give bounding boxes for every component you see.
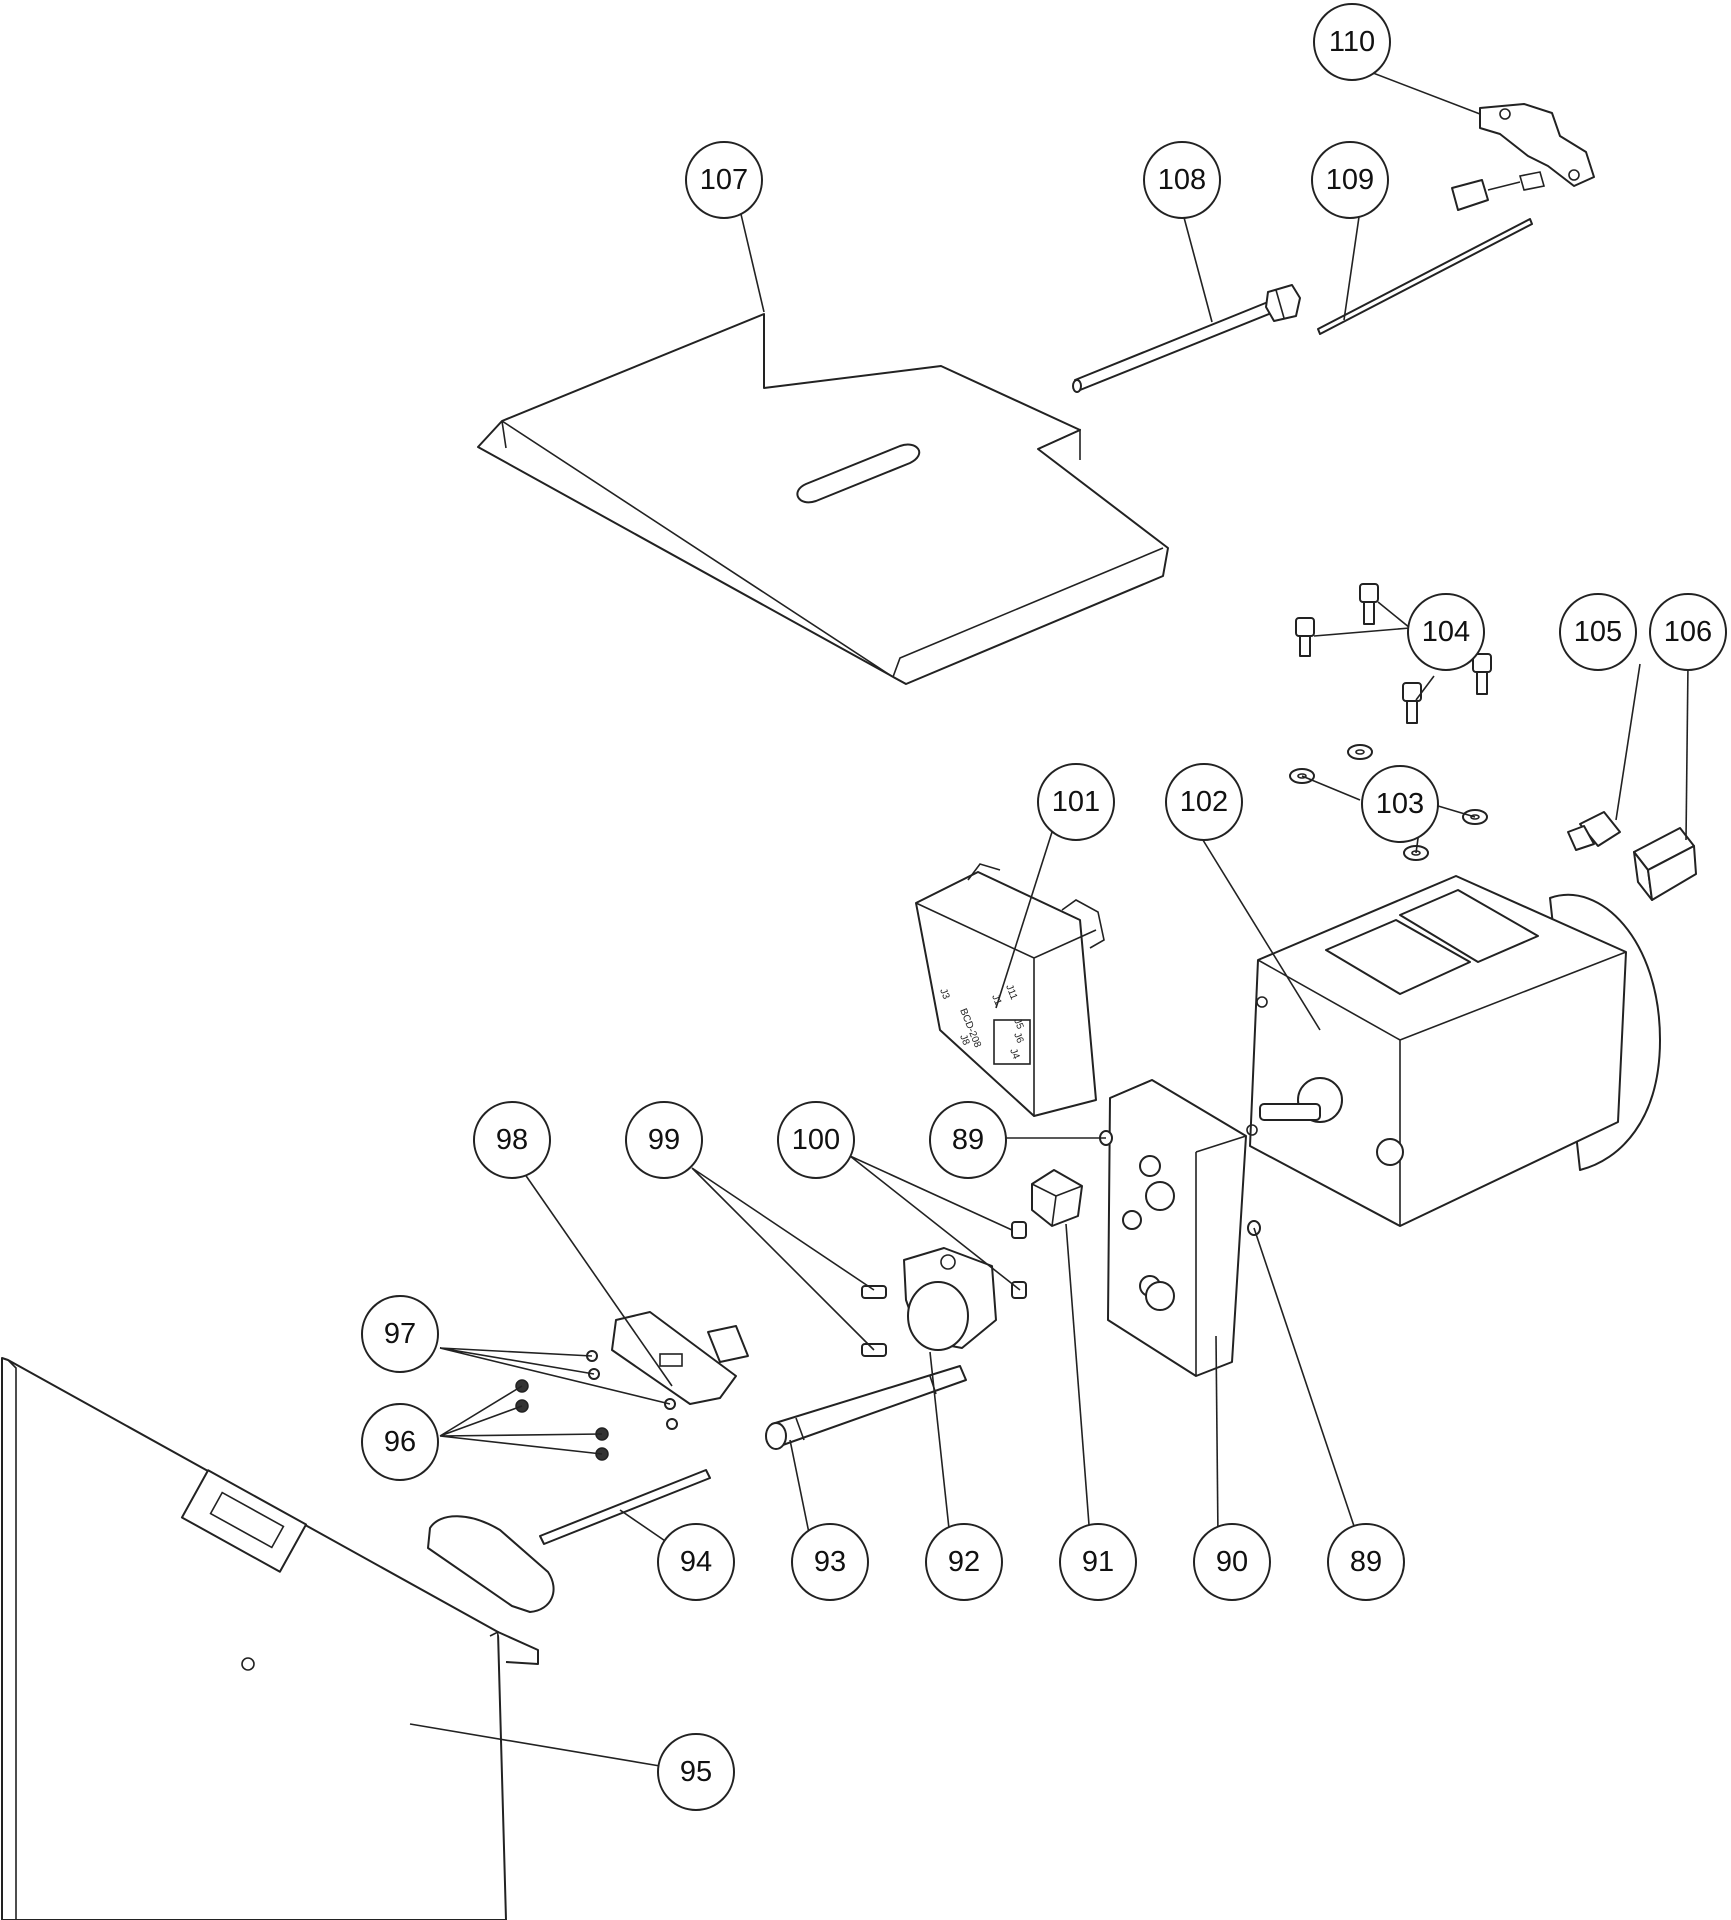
screw bbox=[1359, 583, 1379, 625]
part-gear-plate bbox=[1107, 1079, 1247, 1377]
part-spacers bbox=[1011, 1221, 1027, 1299]
svg-text:90: 90 bbox=[1216, 1546, 1248, 1578]
part-bracket bbox=[1479, 103, 1595, 187]
connector-label: J3 bbox=[937, 987, 951, 1001]
callout-105: 105 bbox=[1559, 593, 1637, 671]
callout-94: 94 bbox=[657, 1523, 735, 1601]
svg-text:99: 99 bbox=[648, 1124, 680, 1156]
screw bbox=[861, 1285, 887, 1299]
part-motor bbox=[1246, 875, 1661, 1227]
part-rocker-switch bbox=[1633, 827, 1697, 901]
svg-text:110: 110 bbox=[1329, 26, 1375, 58]
screw bbox=[1295, 617, 1315, 657]
callout-95: 95 bbox=[657, 1733, 735, 1811]
part-solenoid bbox=[1031, 1169, 1083, 1227]
svg-text:106: 106 bbox=[1664, 616, 1712, 648]
svg-text:107: 107 bbox=[700, 164, 748, 196]
svg-text:95: 95 bbox=[680, 1756, 712, 1788]
callout-89-upper: 89 bbox=[929, 1101, 1007, 1179]
part-indicator-lamp bbox=[1567, 811, 1621, 851]
callout-110: 110 bbox=[1313, 3, 1391, 81]
part-control-box: BCD-208 bbox=[915, 863, 1105, 1117]
part-rod-with-nut bbox=[1072, 284, 1301, 393]
connector-label: J4 bbox=[1007, 1047, 1021, 1061]
svg-text:105: 105 bbox=[1574, 616, 1622, 648]
svg-text:108: 108 bbox=[1158, 164, 1206, 196]
part-cover-plate bbox=[477, 313, 1169, 685]
svg-text:100: 100 bbox=[792, 1124, 840, 1156]
svg-text:92: 92 bbox=[948, 1546, 980, 1578]
callout-106: 106 bbox=[1649, 593, 1727, 671]
connector-label: J6 bbox=[1011, 1031, 1025, 1045]
callout-90: 90 bbox=[1193, 1523, 1271, 1601]
callout-96: 96 bbox=[361, 1403, 439, 1481]
svg-text:109: 109 bbox=[1326, 164, 1374, 196]
svg-text:93: 93 bbox=[814, 1546, 846, 1578]
callout-99: 99 bbox=[625, 1101, 703, 1179]
callouts: 110 107 108 109 104 105 106 101 102 103 … bbox=[361, 3, 1727, 1811]
svg-text:98: 98 bbox=[496, 1124, 528, 1156]
screw bbox=[1402, 682, 1422, 724]
svg-text:94: 94 bbox=[680, 1546, 712, 1578]
connector-label: J8 bbox=[957, 1033, 971, 1047]
part-circuit-board bbox=[611, 1311, 749, 1405]
svg-text:91: 91 bbox=[1082, 1546, 1114, 1578]
part-screws bbox=[1295, 583, 1492, 724]
callout-108: 108 bbox=[1143, 141, 1221, 219]
callout-92: 92 bbox=[925, 1523, 1003, 1601]
callout-91: 91 bbox=[1059, 1523, 1137, 1601]
callout-93: 93 bbox=[791, 1523, 869, 1601]
connector-label: J1 bbox=[989, 993, 1003, 1007]
callout-100: 100 bbox=[777, 1101, 855, 1179]
part-front-panel bbox=[1, 1357, 539, 1920]
callout-104: 104 bbox=[1407, 593, 1485, 671]
svg-text:102: 102 bbox=[1180, 786, 1228, 818]
callout-109: 109 bbox=[1311, 141, 1389, 219]
callout-97: 97 bbox=[361, 1295, 439, 1373]
svg-text:103: 103 bbox=[1376, 788, 1424, 820]
svg-text:101: 101 bbox=[1052, 786, 1100, 818]
callout-102: 102 bbox=[1165, 763, 1243, 841]
svg-text:96: 96 bbox=[384, 1426, 416, 1458]
callout-98: 98 bbox=[473, 1101, 551, 1179]
part-probe-rod bbox=[1317, 171, 1546, 335]
callout-101: 101 bbox=[1037, 763, 1115, 841]
svg-text:97: 97 bbox=[384, 1318, 416, 1350]
part-gear-motor bbox=[903, 1247, 997, 1351]
svg-text:104: 104 bbox=[1422, 616, 1470, 648]
callout-103: 103 bbox=[1361, 765, 1439, 843]
screw bbox=[1472, 653, 1492, 695]
connector-label: J5 bbox=[1011, 1017, 1025, 1031]
part-screws-small bbox=[861, 1285, 887, 1357]
callout-89-lower: 89 bbox=[1327, 1523, 1405, 1601]
connector-label: J11 bbox=[1003, 983, 1019, 1002]
part-nuts-small bbox=[515, 1379, 609, 1461]
svg-text:89: 89 bbox=[952, 1124, 984, 1156]
callout-107: 107 bbox=[685, 141, 763, 219]
svg-text:89: 89 bbox=[1350, 1546, 1382, 1578]
washer bbox=[1347, 744, 1373, 760]
part-handle bbox=[427, 1469, 711, 1613]
